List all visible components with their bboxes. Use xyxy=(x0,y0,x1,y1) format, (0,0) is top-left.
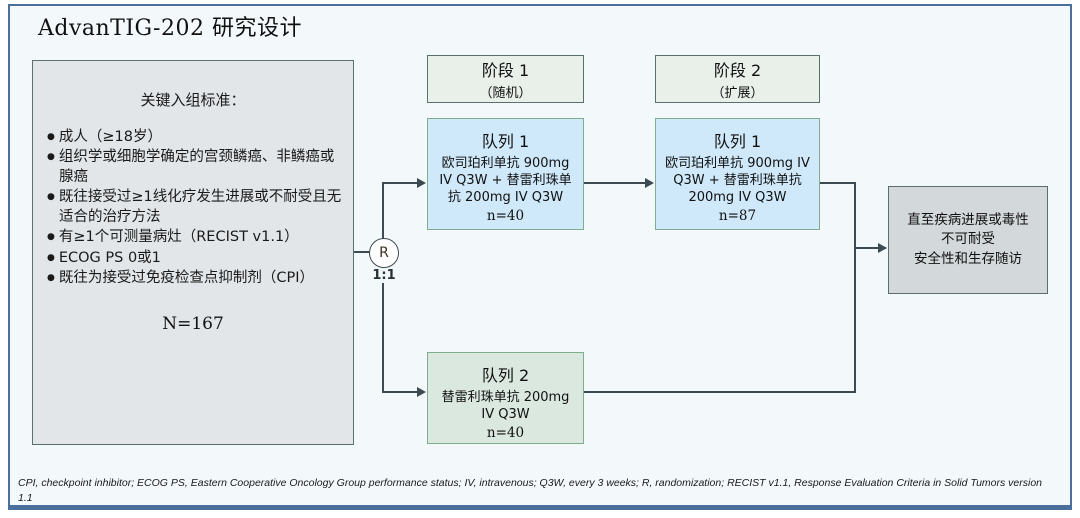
cohort-n: n=40 xyxy=(486,425,525,442)
arrow-to-cohort1 xyxy=(417,178,426,188)
list-item: ECOG PS 0或1 xyxy=(47,249,343,268)
cohort-regimen: 替雷利珠单抗 200mg IV Q3W xyxy=(441,390,570,423)
stage-1-sub: （随机） xyxy=(479,86,532,101)
cohort-n: n=87 xyxy=(718,208,757,225)
cohort-title: 队列 1 xyxy=(481,132,530,151)
arrow-to-cohort2 xyxy=(417,387,426,397)
connector-cohort2-exit xyxy=(584,391,856,393)
list-item: 组织学或细胞学确定的宫颈鳞癌、非鳞癌或腺癌 xyxy=(47,148,343,187)
footnote: CPI, checkpoint inhibitor; ECOG PS, East… xyxy=(18,477,1043,505)
stage2-cohort-1-box: 队列 1 欧司珀利单抗 900mg IV Q3W + 替雷利珠单抗 200mg … xyxy=(655,118,820,230)
stage-2-header: 阶段 2 （扩展） xyxy=(655,55,820,103)
connector-stage1-to-stage2 xyxy=(584,182,646,184)
connector-criteria-to-r xyxy=(354,251,370,253)
criteria-heading: 关键入组标准： xyxy=(140,91,246,109)
outcome-line-1: 直至疾病进展或毒性 xyxy=(907,211,1029,228)
arrow-to-outcome xyxy=(878,243,887,253)
page-title: AdvanTIG-202 研究设计 xyxy=(38,16,302,41)
eligibility-criteria-box: 关键入组标准： 成人（≥18岁） 组织学或细胞学确定的宫颈鳞癌、非鳞癌或腺癌 既… xyxy=(32,60,354,445)
connector-r-to-cohort2 xyxy=(382,391,418,393)
connector-r-up xyxy=(382,182,384,239)
stage-1-header: 阶段 1 （随机） xyxy=(427,55,584,103)
criteria-list: 成人（≥18岁） 组织学或细胞学确定的宫颈鳞癌、非鳞癌或腺癌 既往接受过≥1线化… xyxy=(33,128,353,288)
randomization-label: R xyxy=(379,245,389,261)
connector-bus-to-outcome xyxy=(854,247,886,249)
connector-right-bus xyxy=(854,182,856,392)
connector-stage2-exit xyxy=(820,182,856,184)
list-item: 既往为接受过免疫检查点抑制剂（CPI） xyxy=(47,269,343,288)
outcome-line-2: 不可耐受 xyxy=(941,231,995,248)
connector-r-to-cohort1 xyxy=(382,182,418,184)
stage-1-name: 阶段 1 xyxy=(481,61,530,80)
stage-2-sub: （扩展） xyxy=(711,86,764,101)
cohort-regimen: 欧司珀利单抗 900mg IV Q3W + 替雷利珠单抗 200mg IV Q3… xyxy=(439,156,572,206)
cohort-n: n=40 xyxy=(486,208,525,225)
connector-r-down xyxy=(382,283,384,393)
stage1-cohort-1-box: 队列 1 欧司珀利单抗 900mg IV Q3W + 替雷利珠单抗 200mg … xyxy=(427,118,584,230)
cohort-regimen: 欧司珀利单抗 900mg IV Q3W + 替雷利珠单抗 200mg IV Q3… xyxy=(665,156,810,206)
randomization-ratio: 1:1 xyxy=(372,268,396,283)
criteria-total-n: N=167 xyxy=(162,314,224,335)
stage1-cohort-2-box: 队列 2 替雷利珠单抗 200mg IV Q3W n=40 xyxy=(427,352,584,444)
bottom-accent-bar xyxy=(10,505,1070,508)
list-item: 成人（≥18岁） xyxy=(47,128,343,147)
list-item: 既往接受过≥1线化疗发生进展或不耐受且无适合的治疗方法 xyxy=(47,188,343,227)
arrow-to-stage2-cohort1 xyxy=(645,178,654,188)
list-item: 有≥1个可测量病灶（RECIST v1.1） xyxy=(47,228,343,247)
outcome-box: 直至疾病进展或毒性 不可耐受 安全性和生存随访 xyxy=(888,186,1048,294)
outcome-line-3: 安全性和生存随访 xyxy=(914,250,1022,267)
cohort-title: 队列 1 xyxy=(713,132,762,151)
stage-2-name: 阶段 2 xyxy=(713,61,762,80)
cohort-title: 队列 2 xyxy=(481,366,530,385)
randomization-node: R xyxy=(369,238,399,268)
